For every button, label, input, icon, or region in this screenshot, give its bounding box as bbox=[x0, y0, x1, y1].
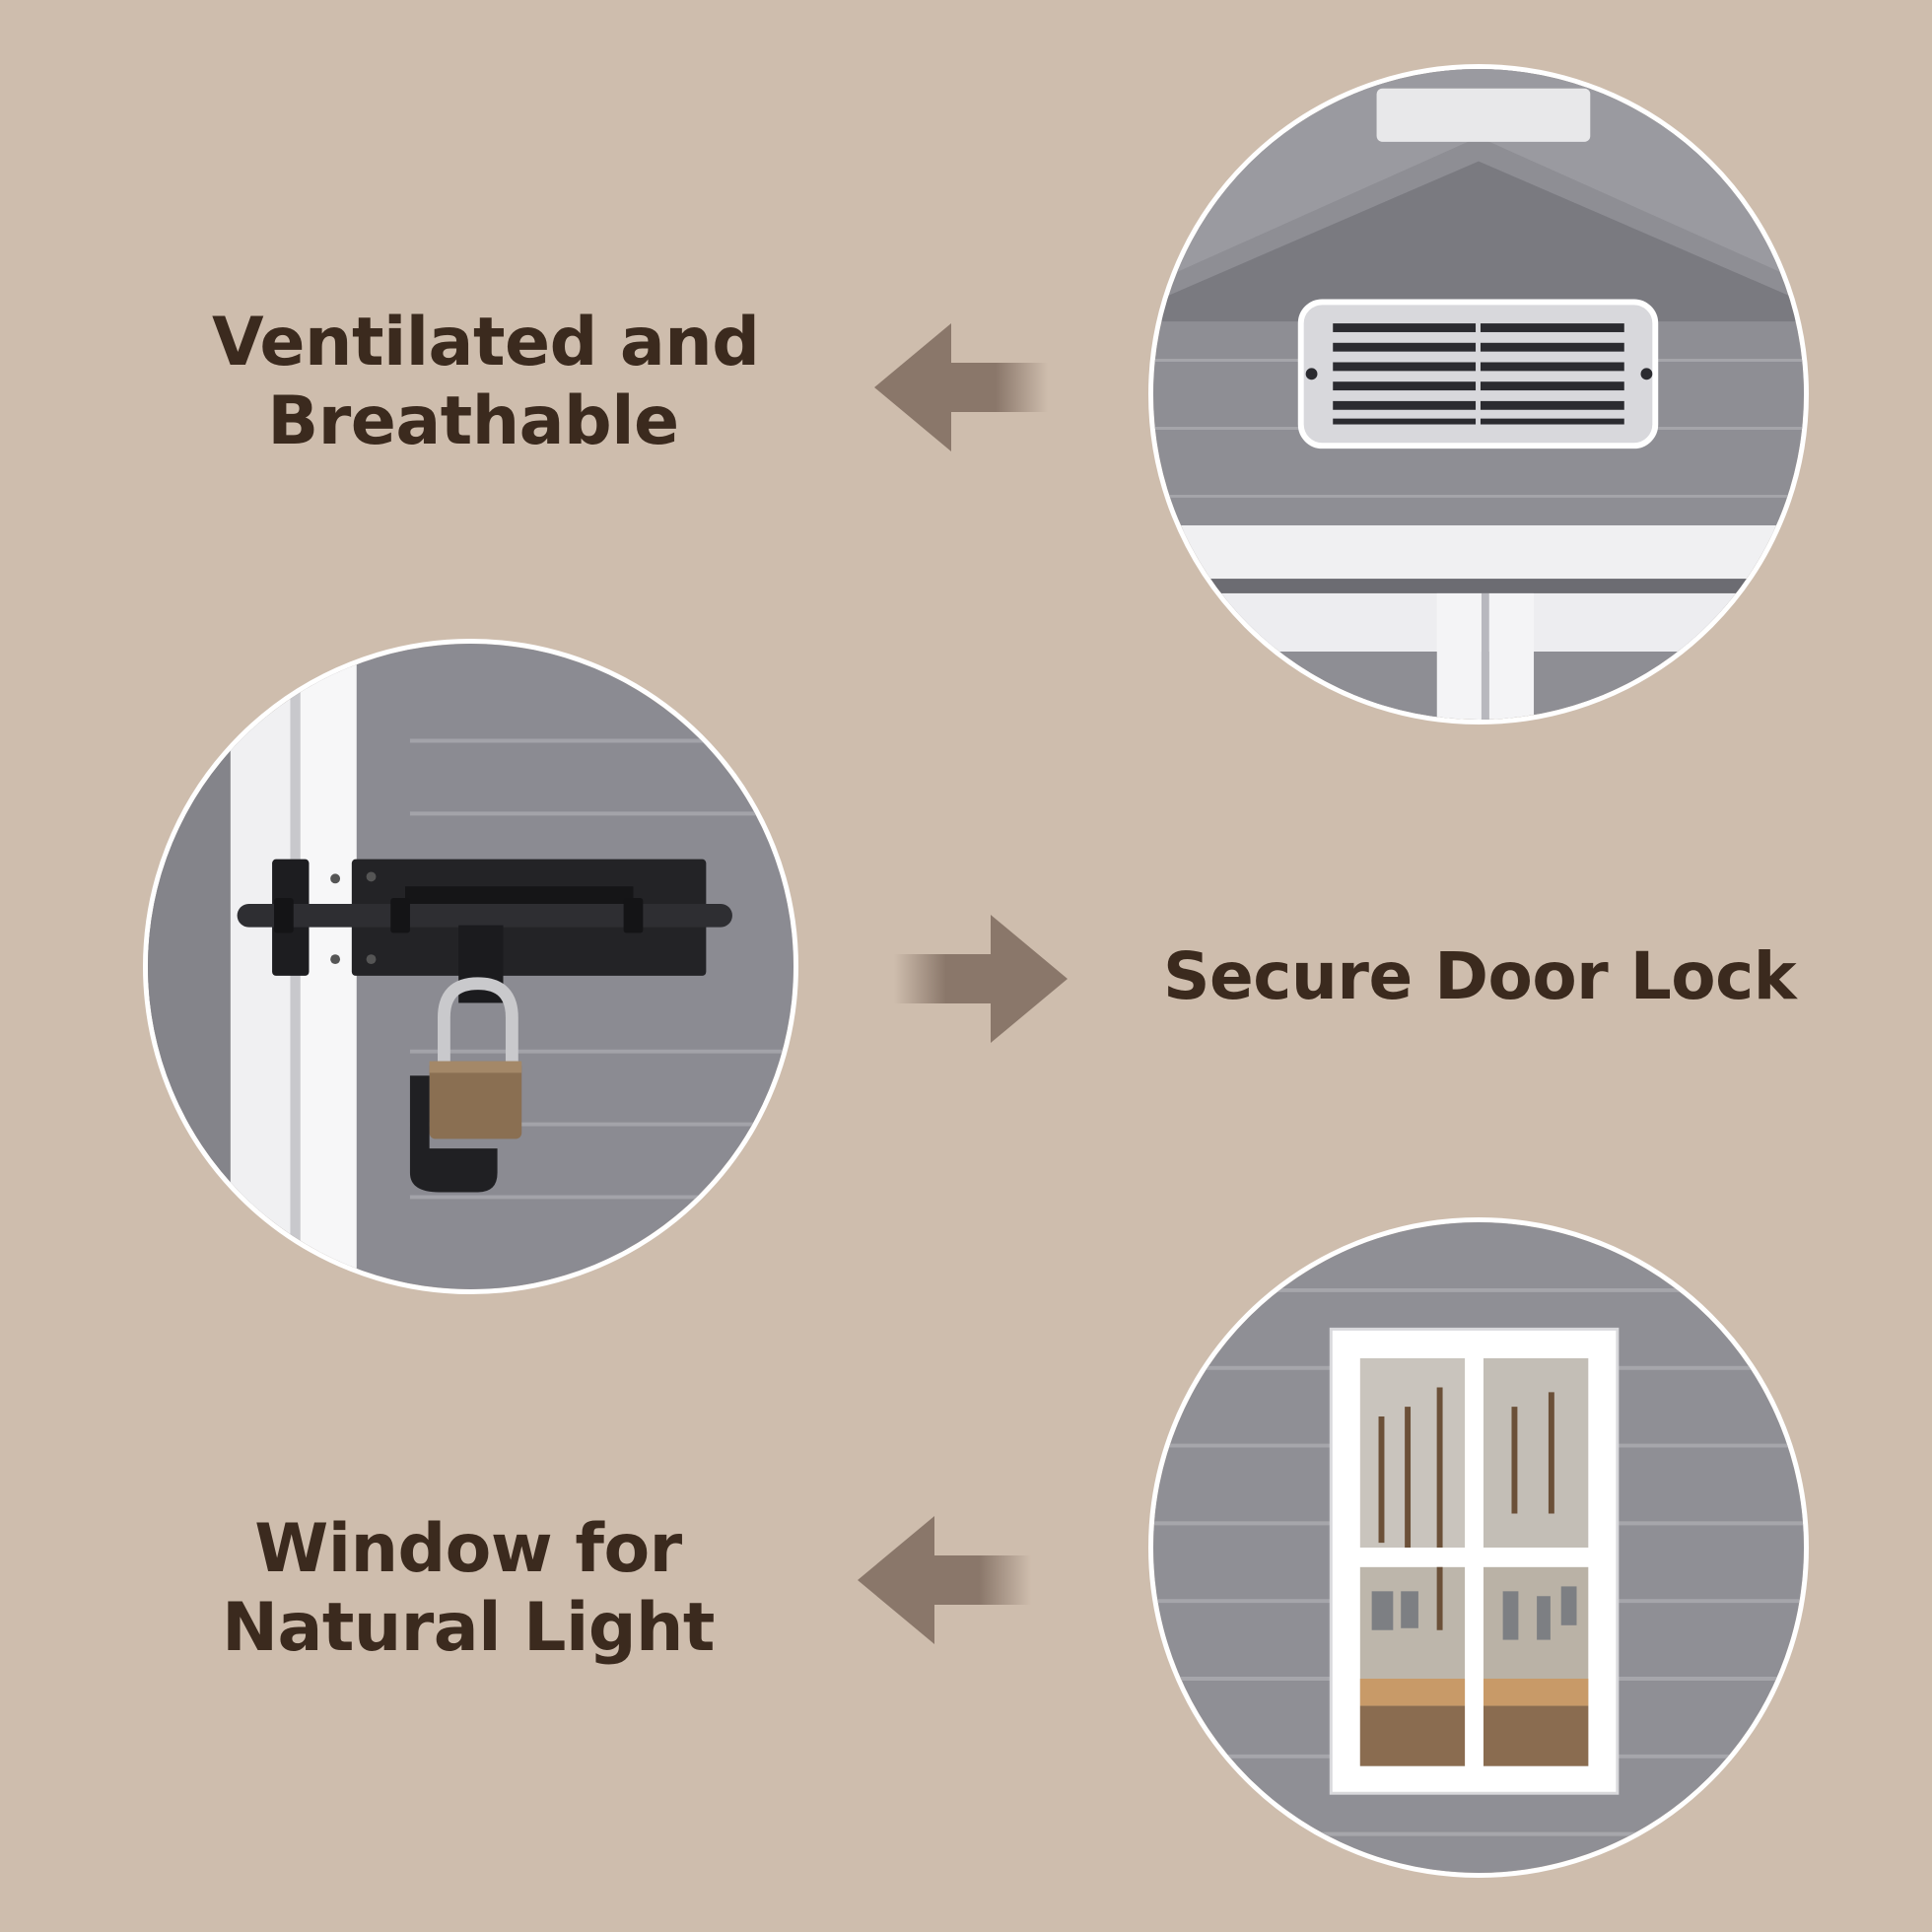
roof-vent-icon bbox=[1153, 69, 1804, 720]
feature-title-line: Breathable bbox=[267, 382, 679, 461]
window-photo bbox=[1148, 1217, 1809, 1878]
arrow-left-icon bbox=[858, 1516, 1031, 1644]
padlock-icon bbox=[148, 644, 794, 1289]
feature-title-ventilation: Ventilated and Breathable bbox=[212, 304, 760, 461]
feature-title-line: Secure Door Lock bbox=[1163, 938, 1797, 1014]
feature-title-line: Window for bbox=[254, 1510, 682, 1588]
lock-photo bbox=[143, 639, 798, 1294]
vent-photo bbox=[1148, 64, 1809, 724]
feature-title-window: Window for Natural Light bbox=[212, 1510, 724, 1668]
arrow-right-icon bbox=[894, 915, 1068, 1043]
feature-title-line: Ventilated and bbox=[212, 304, 760, 381]
arrow-left-icon bbox=[874, 323, 1048, 451]
feature-title-line: Natural Light bbox=[222, 1589, 715, 1668]
feature-title-lock: Secure Door Lock bbox=[1163, 938, 1797, 1015]
window-icon bbox=[1153, 1222, 1804, 1873]
